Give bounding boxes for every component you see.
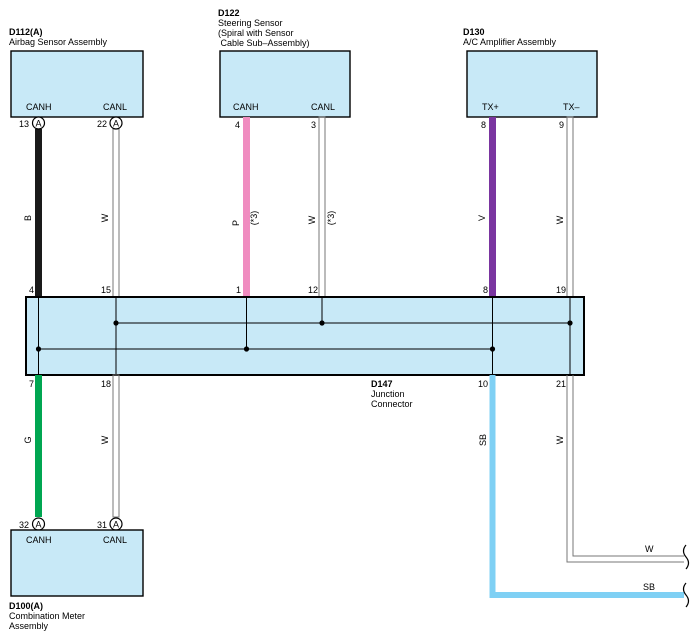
airbag-pin-num-canh: 13	[19, 119, 29, 129]
wire-steering-canh	[243, 117, 250, 297]
airbag-pin-canl: CANL	[103, 102, 127, 112]
airbag-connector-a-canl	[109, 116, 123, 130]
wire-code-out-w: W	[555, 435, 565, 444]
wire-meter-canh	[35, 375, 42, 517]
wire-out-sb	[489, 375, 684, 598]
splice-dot	[489, 346, 496, 352]
ac-code: D130	[463, 27, 485, 37]
ac-amplifier-box	[466, 50, 598, 118]
meter-pin-canh: CANH	[26, 535, 52, 545]
wire-out-w-inner	[572, 375, 684, 557]
airbag-connector-mark-canl: A	[113, 119, 119, 129]
airbag-name: Airbag Sensor Assembly	[9, 37, 108, 47]
wire-code-steering-canl: W	[307, 215, 317, 224]
wire-code-meter-canl: W	[100, 435, 110, 444]
meter-name-2: Assembly	[9, 621, 49, 631]
wire-code-ac-tx-minus: W	[555, 215, 565, 224]
junction-bottom-pin-18: 18	[101, 379, 111, 389]
meter-pin-num-canh: 32	[19, 520, 29, 530]
steering-pin-num-canh: 4	[235, 120, 240, 130]
steering-name-2: (Spiral with Sensor	[218, 28, 294, 38]
wire-meter-canl	[112, 374, 120, 518]
steering-pin-canl: CANL	[311, 102, 335, 112]
wire-break-mark	[682, 544, 690, 570]
splice-dot	[243, 346, 250, 352]
wire-code-out-sb: SB	[478, 434, 488, 446]
steering-code: D122	[218, 8, 240, 18]
steering-pin-canh: CANH	[233, 102, 259, 112]
junction-bottom-pin-21: 21	[556, 379, 566, 389]
steering-sensor-box	[219, 50, 351, 118]
junction-name-1: Junction	[371, 389, 405, 399]
steering-name-1: Steering Sensor	[218, 18, 283, 28]
splice-dot	[567, 320, 573, 326]
junction-bottom-pin-7: 7	[29, 379, 34, 389]
wire-out-label-w: W	[645, 544, 654, 554]
meter-pin-num-canl: 31	[97, 520, 107, 530]
wire-steering-canl	[318, 116, 326, 298]
airbag-connector-mark-canh: A	[35, 119, 41, 129]
junction-top-pin-4: 4	[29, 285, 34, 295]
wire-code-airbag-canl: W	[100, 213, 110, 222]
wire-out-label-sb: SB	[643, 582, 655, 592]
wire-ac-tx-minus	[566, 116, 574, 298]
steering-name-3: Cable Sub–Assembly)	[218, 38, 310, 48]
ac-pin-num-tx-plus: 8	[481, 120, 486, 130]
wire-code-airbag-canh: B	[23, 215, 33, 221]
junction-top-pin-1: 1	[236, 285, 241, 295]
ac-pin-tx-minus: TX–	[563, 102, 580, 112]
wire-code-meter-canh: G	[23, 436, 33, 443]
splice-dot	[319, 320, 325, 326]
airbag-code: D112(A)	[9, 27, 43, 37]
wire-out-w-outer	[566, 375, 684, 563]
junction-top-pin-19: 19	[556, 285, 566, 295]
ac-pin-num-tx-minus: 9	[559, 120, 564, 130]
meter-connector-mark-canl: A	[113, 520, 119, 530]
wire-ac-tx-plus	[489, 117, 496, 297]
meter-connector-mark-canh: A	[35, 520, 41, 530]
junction-bottom-pin-10: 10	[478, 379, 488, 389]
steering-pin-num-canl: 3	[311, 120, 316, 130]
wire-note-steering-canh: (*3)	[249, 211, 259, 226]
ac-name: A/C Amplifier Assembly	[463, 37, 557, 47]
junction-top-pin-8: 8	[483, 285, 488, 295]
airbag-sensor-box	[10, 50, 144, 118]
junction-code: D147	[371, 379, 393, 389]
junction-top-pin-12: 12	[308, 285, 318, 295]
wire-airbag-canl	[112, 128, 120, 298]
wire-airbag-canh	[35, 129, 42, 297]
airbag-connector-a-canh	[31, 116, 46, 130]
wire-break-mark	[682, 582, 690, 608]
ac-pin-tx-plus: TX+	[482, 102, 499, 112]
splice-dot	[113, 320, 119, 326]
airbag-pin-num-canl: 22	[97, 119, 107, 129]
wire-code-ac-tx-plus: V	[477, 215, 487, 221]
junction-name-2: Connector	[371, 399, 413, 409]
combination-meter-box	[10, 529, 144, 597]
junction-connector-box	[25, 296, 585, 376]
meter-pin-canl: CANL	[103, 535, 127, 545]
meter-code: D100(A)	[9, 601, 43, 611]
wire-code-steering-canh: P	[231, 220, 241, 226]
splice-dot	[35, 346, 42, 352]
junction-top-pin-15: 15	[101, 285, 111, 295]
wire-note-steering-canl: (*3)	[326, 211, 336, 226]
airbag-pin-canh: CANH	[26, 102, 52, 112]
meter-name-1: Combination Meter	[9, 611, 85, 621]
